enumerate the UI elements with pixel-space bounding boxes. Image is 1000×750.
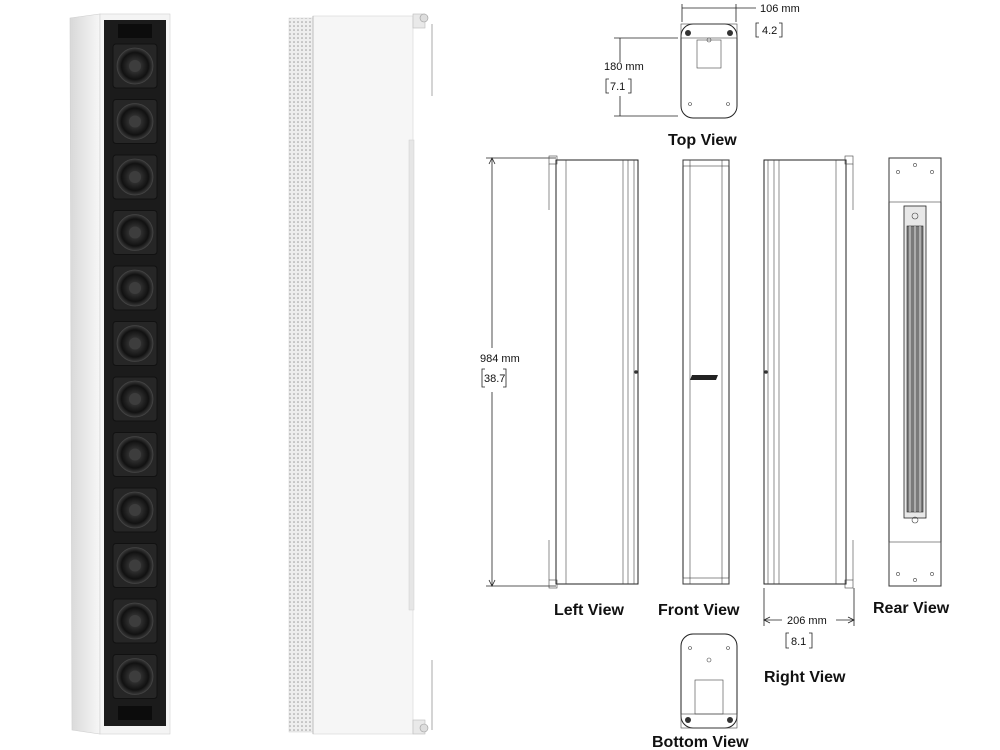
driver-dust-cap — [129, 115, 141, 128]
driver-dust-cap — [129, 282, 141, 294]
driver-dust-cap — [129, 171, 141, 183]
driver-dust-cap — [129, 393, 141, 405]
speaker-side-photo — [288, 13, 433, 735]
top-view-label: Top View — [668, 132, 737, 149]
front-view-drawing — [682, 159, 730, 585]
driver-dust-cap — [129, 670, 141, 683]
driver-dust-cap — [129, 448, 141, 461]
side-width-in: 8.1 — [791, 636, 806, 648]
driver-dust-cap — [129, 504, 141, 516]
brand-logo-icon — [690, 375, 718, 380]
driver-dust-cap — [129, 226, 141, 239]
right-view-drawing — [763, 155, 855, 649]
left-view-label: Left View — [554, 602, 625, 619]
rear-view-drawing — [888, 157, 942, 587]
driver-array — [112, 43, 158, 699]
bottom-view-label: Bottom View — [652, 734, 749, 750]
top-depth-in: 7.1 — [610, 81, 625, 93]
driver-dust-cap — [129, 615, 141, 627]
top-width-in: 4.2 — [762, 25, 777, 37]
right-view-label: Right View — [764, 669, 846, 686]
side-width-mm: 206 mm — [787, 615, 827, 627]
top-width-in-bracket — [755, 22, 783, 38]
left-view-drawing — [548, 155, 639, 589]
height-dimension — [481, 157, 556, 587]
front-view-label: Front View — [658, 602, 740, 619]
height-mm: 984 mm — [480, 353, 520, 365]
top-depth-in-bracket — [605, 78, 632, 94]
driver-dust-cap — [129, 60, 141, 72]
height-in: 38.7 — [484, 373, 505, 385]
top-width-mm: 106 mm — [760, 3, 800, 15]
driver-dust-cap — [129, 337, 141, 350]
top-view-drawing — [614, 4, 756, 119]
speaker-front-photo — [69, 13, 171, 735]
bottom-view-drawing — [680, 633, 738, 729]
top-depth-mm: 180 mm — [604, 61, 644, 73]
driver-dust-cap — [129, 559, 141, 572]
rear-view-label: Rear View — [873, 600, 950, 617]
